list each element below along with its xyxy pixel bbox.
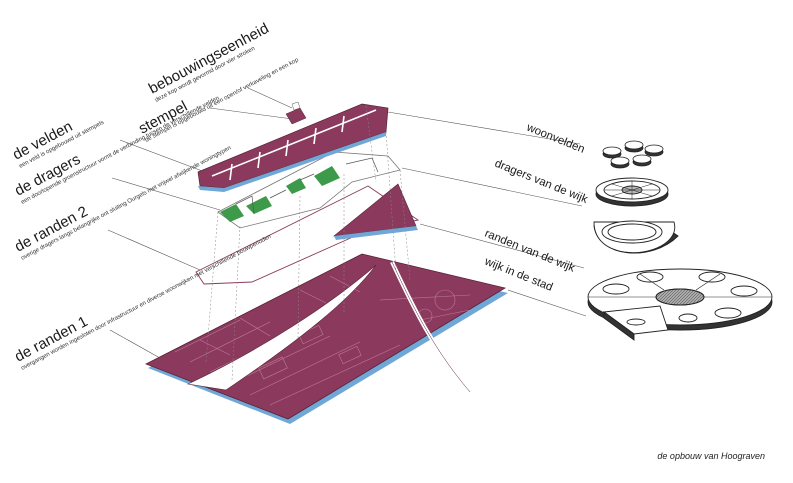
layer-housing-fields [197,101,389,192]
schematic-dragers [595,177,669,207]
left-leader-lines [107,87,301,359]
schematic-wijk [587,268,773,341]
layer-district-edges [195,183,420,285]
layer-carriers [217,151,401,229]
stamp-block [285,107,307,125]
right-labels: woonvelden dragers van de wijk randen va… [482,121,590,294]
label-bebouwingseenheid: bebouwingseenheid deze kop wordt gevormd… [146,20,272,104]
district-plate-top [145,253,507,420]
projection-lines [205,105,411,381]
schematic-randen [593,220,679,254]
layer-district-plate [145,253,508,424]
label-dragers-van-de-wijk: dragers van de wijk [493,158,590,206]
label-woonvelden: woonvelden [524,121,586,155]
right-leader-lines [387,111,587,317]
diagram-caption: de opbouw van Hoograven [657,451,765,461]
schematic-woonvelden [602,140,664,169]
